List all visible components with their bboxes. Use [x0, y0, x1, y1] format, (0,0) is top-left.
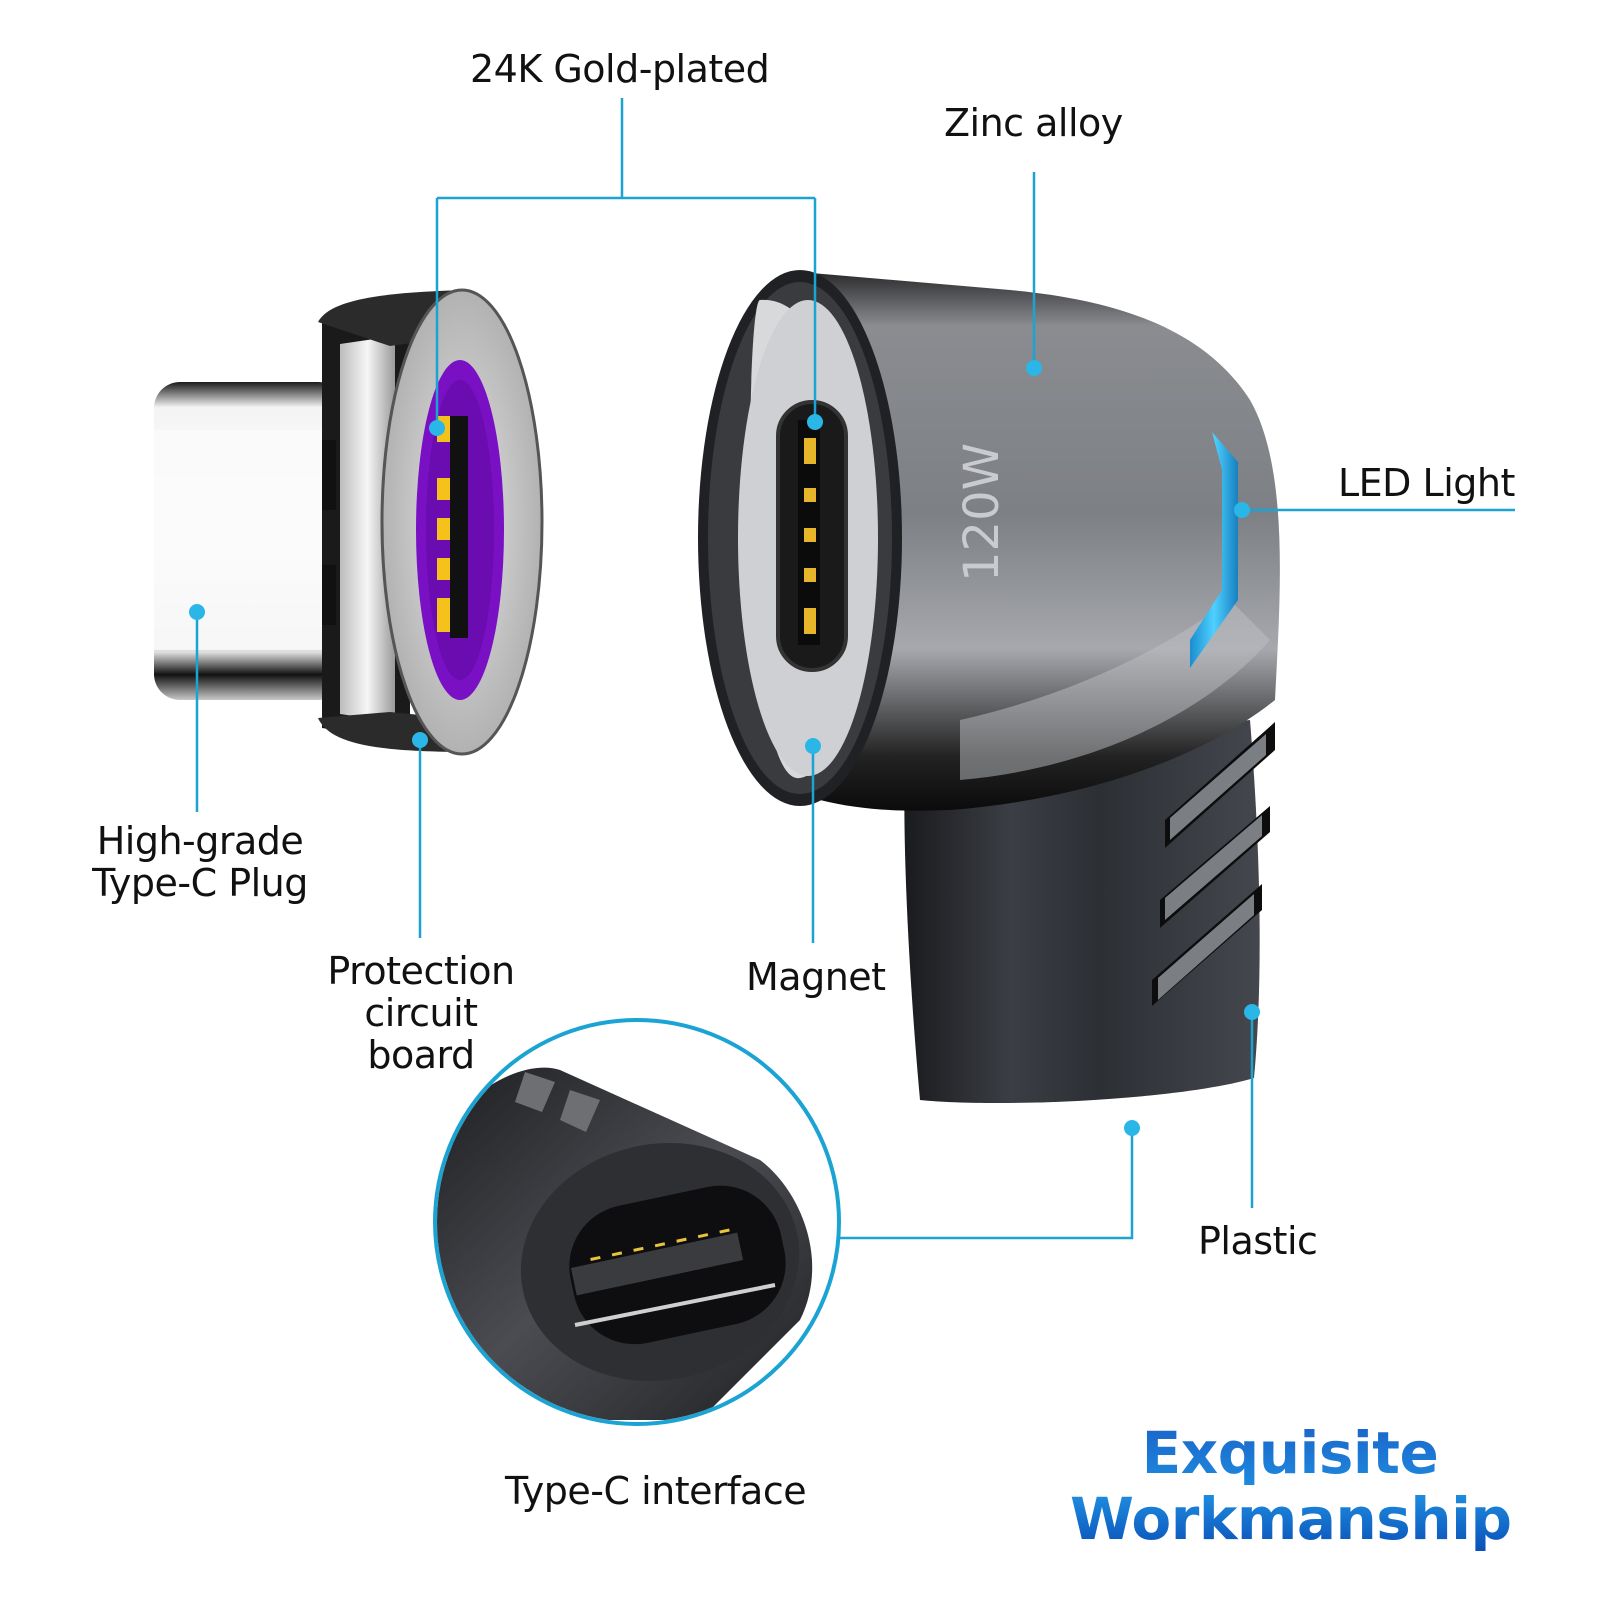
label-protection-circuit-board: Protection circuit board — [327, 949, 515, 1077]
typec-interface-closeup — [433, 1018, 841, 1426]
headline-exquisite-workmanship: Exquisite Workmanship — [1070, 1419, 1512, 1553]
label-plastic: Plastic — [1198, 1219, 1318, 1263]
vent-slots — [1152, 722, 1275, 1006]
power-rating-engraving: 120W — [954, 443, 1010, 582]
led-light-strip — [1190, 432, 1238, 668]
label-magnet: Magnet — [746, 955, 886, 999]
callout-dots — [189, 360, 1260, 1136]
receptacle-pins — [804, 438, 816, 634]
label-typec-interface: Type-C interface — [505, 1469, 807, 1513]
callout-lines — [195, 98, 1515, 1240]
magnetic-adapter-illustration: 120W — [698, 270, 1280, 1104]
typec-plug-tip-illustration — [154, 288, 544, 756]
closeup-pins — [590, 1228, 730, 1261]
label-zinc-alloy: Zinc alloy — [944, 101, 1123, 145]
label-typec-plug: High-grade Type-C Plug — [92, 819, 308, 905]
label-24k-gold-plated: 24K Gold-plated — [470, 47, 770, 91]
label-led-light: LED Light — [1338, 461, 1515, 505]
